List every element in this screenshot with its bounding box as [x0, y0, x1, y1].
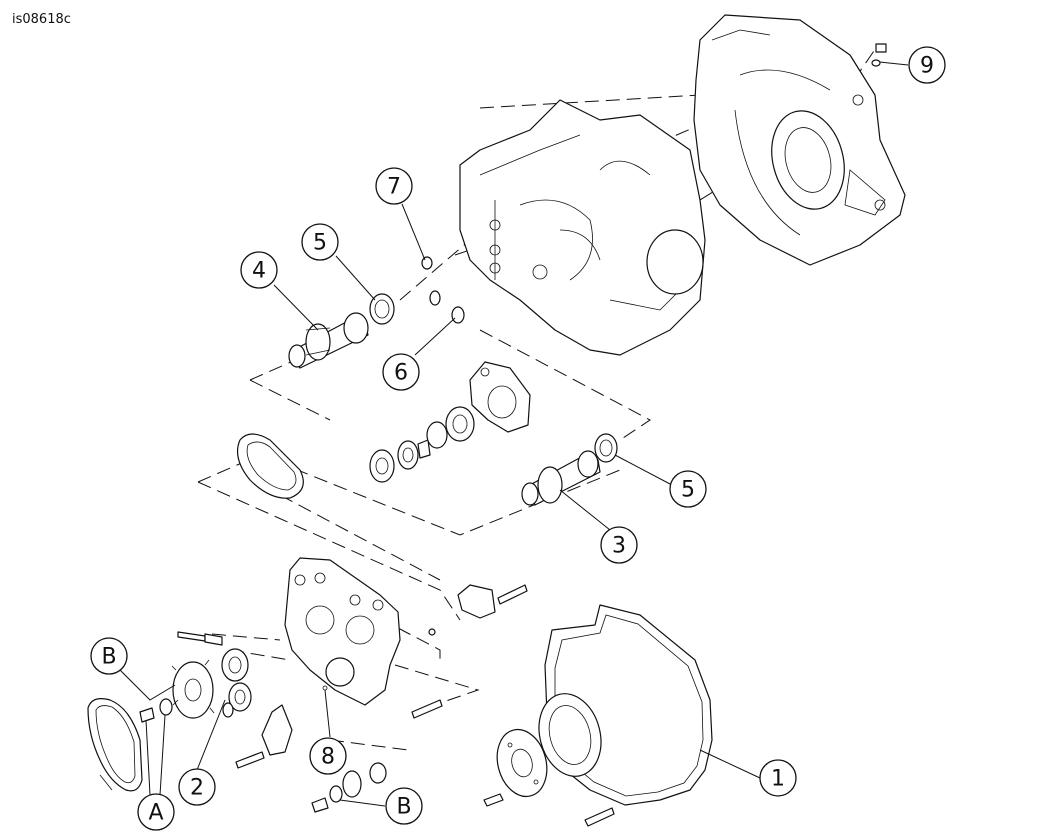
crankcase-cover-right — [693, 14, 906, 266]
callout-5-lower: 5 — [669, 470, 707, 508]
leader-lines — [119, 61, 909, 807]
hub-flange — [496, 728, 548, 798]
callout-1: 1 — [759, 759, 797, 797]
primary-chain-lower — [87, 698, 143, 792]
callout-6: 6 — [382, 353, 420, 391]
callout-3: 3 — [600, 526, 638, 564]
callout-2: 2 — [178, 768, 216, 806]
sprocket-lower — [311, 762, 387, 813]
callout-label: 4 — [252, 259, 266, 284]
small-fasteners — [177, 631, 615, 827]
washers-2 — [221, 648, 252, 718]
callout-label: A — [148, 801, 163, 826]
bearing-5-lower — [594, 433, 618, 463]
bolt-washer-A — [139, 698, 173, 723]
chain-tensioner-lower — [261, 704, 293, 756]
diagram-reference-code: is08618c — [12, 12, 71, 27]
sprocket-left — [171, 659, 215, 719]
callout-label: 6 — [394, 361, 408, 386]
bearing-5-upper — [369, 293, 395, 325]
chain-tensioner-upper — [428, 584, 528, 636]
cam-chain-upper — [237, 433, 304, 499]
callout-label: 9 — [920, 54, 934, 79]
cam-plate-8 — [284, 557, 401, 706]
callout-7: 7 — [375, 167, 413, 205]
callout-label: 1 — [771, 767, 785, 792]
camshaft-3 — [521, 450, 601, 506]
callout-8: 8 — [309, 737, 347, 775]
o-ring-7 — [421, 256, 433, 270]
callout-label: 5 — [681, 478, 695, 503]
crankcase-left — [459, 99, 706, 356]
callout-9: 9 — [908, 46, 946, 84]
callout-A: A — [137, 793, 175, 831]
callout-5-upper: 5 — [301, 223, 339, 261]
callout-B-left: B — [90, 637, 128, 675]
o-rings — [421, 256, 465, 324]
plug-9 — [871, 43, 887, 67]
callout-label: 8 — [321, 745, 335, 770]
engine-cover-1 — [538, 604, 713, 806]
callout-label: 2 — [190, 776, 204, 801]
o-ring-small — [429, 290, 441, 306]
callout-label: 5 — [313, 231, 327, 256]
callout-label: 7 — [387, 175, 401, 200]
callout-label: B — [101, 645, 116, 670]
camshaft-4 — [288, 312, 369, 369]
bearing-stack — [369, 406, 475, 483]
o-ring-6 — [451, 306, 465, 324]
callout-label: 3 — [612, 534, 626, 559]
callout-4: 4 — [240, 251, 278, 289]
callout-label: B — [396, 795, 411, 820]
callout-B-bottom: B — [385, 787, 423, 825]
cam-support-housing — [469, 361, 531, 433]
